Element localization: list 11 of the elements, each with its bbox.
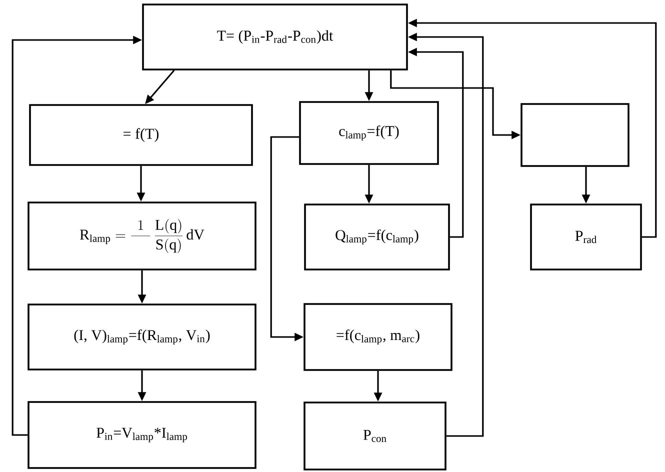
process-box: P$_{rad}$ bbox=[530, 204, 642, 270]
process-box: = f(T) bbox=[29, 104, 253, 166]
empty-box bbox=[520, 103, 630, 167]
process-box: T= (P$_{in}$-P$_{rad}$-P$_{con}$)dt bbox=[142, 4, 408, 70]
process-box: P$_{in}$=V$_{lamp}$*I$_{lamp}$ bbox=[28, 401, 256, 469]
formula-box: $\mathrm{R_{lamp}=}\;\frac{1}{\quad\;}\,\frac{\mathrm{L(q)}}{\mathrm{S(q)}}\,\mathrm{dV}$ bbox=[28, 202, 256, 270]
process-box: c$_{lamp}$=f(T) bbox=[299, 101, 439, 165]
process-box: (I, V)$_{lamp}$=f(R$_{lamp}$, V$_{in}$) bbox=[28, 304, 256, 370]
process-box: P$_{con}$ bbox=[304, 402, 446, 470]
process-box: Q$_{lamp}$=f(c$_{lamp}$) bbox=[304, 204, 450, 270]
process-box: =f(c$_{lamp}$, m$_{arc}$) bbox=[304, 303, 452, 371]
